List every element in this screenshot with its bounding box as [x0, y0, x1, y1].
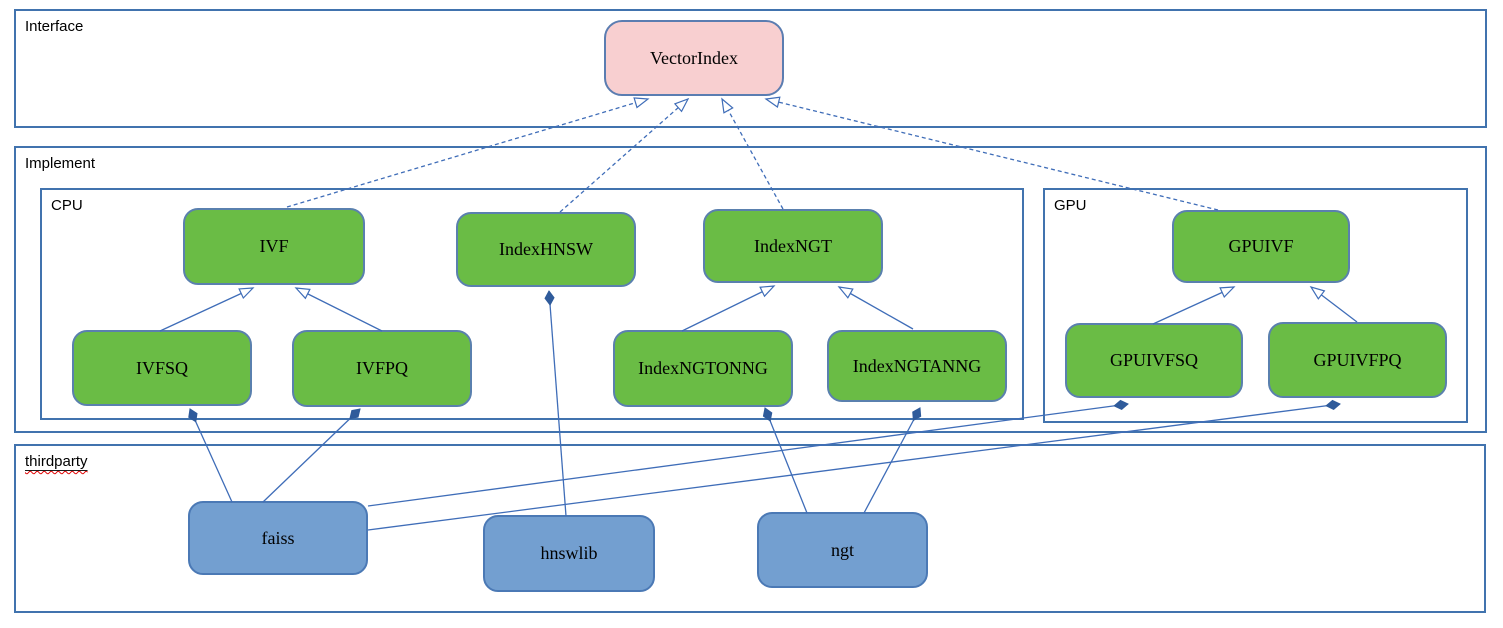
container-gpu-label: GPU — [1054, 197, 1087, 214]
node-ngt: ngt — [757, 512, 928, 588]
node-hnswlib-label: hnswlib — [540, 543, 598, 563]
node-indexhnsw: IndexHNSW — [456, 212, 636, 287]
node-faiss-label: faiss — [261, 527, 295, 548]
node-indexngtanng-label: IndexNGTANNG — [852, 355, 982, 376]
node-gpuivfsq-label: GPUIVFSQ — [1109, 350, 1199, 370]
node-ivfsq-label: IVFSQ — [135, 357, 188, 378]
node-ivf: IVF — [183, 208, 365, 285]
node-indexngt: IndexNGT — [703, 209, 883, 283]
node-ivfpq-label: IVFPQ — [355, 358, 408, 378]
node-gpuivfpq: GPUIVFPQ — [1268, 322, 1447, 398]
node-ivf-label: IVF — [259, 236, 289, 256]
node-gpuivf-label: GPUIVF — [1228, 236, 1294, 256]
node-gpuivfsq: GPUIVFSQ — [1065, 323, 1243, 398]
node-hnswlib: hnswlib — [483, 515, 655, 592]
node-indexhnsw-label: IndexHNSW — [499, 239, 593, 259]
node-indexngt-label: IndexNGT — [754, 235, 832, 256]
node-faiss: faiss — [188, 501, 368, 575]
container-thirdparty-label: thirdparty — [25, 453, 88, 470]
node-indexngtonng-label: IndexNGTONNG — [638, 358, 768, 378]
node-gpuivfpq-label: GPUIVFPQ — [1313, 349, 1402, 370]
node-indexngtanng: IndexNGTANNG — [827, 330, 1007, 402]
node-ivfsq: IVFSQ — [72, 330, 252, 406]
node-vectorindex: VectorIndex — [604, 20, 784, 96]
container-implement-label: Implement — [25, 155, 96, 172]
node-indexngtonng: IndexNGTONNG — [613, 330, 793, 407]
node-vectorindex-label: VectorIndex — [650, 47, 738, 68]
node-gpuivf: GPUIVF — [1172, 210, 1350, 283]
node-ngt-label: ngt — [830, 539, 854, 560]
node-ivfpq: IVFPQ — [292, 330, 472, 407]
container-cpu-label: CPU — [51, 197, 83, 214]
container-interface-label: Interface — [25, 18, 84, 35]
